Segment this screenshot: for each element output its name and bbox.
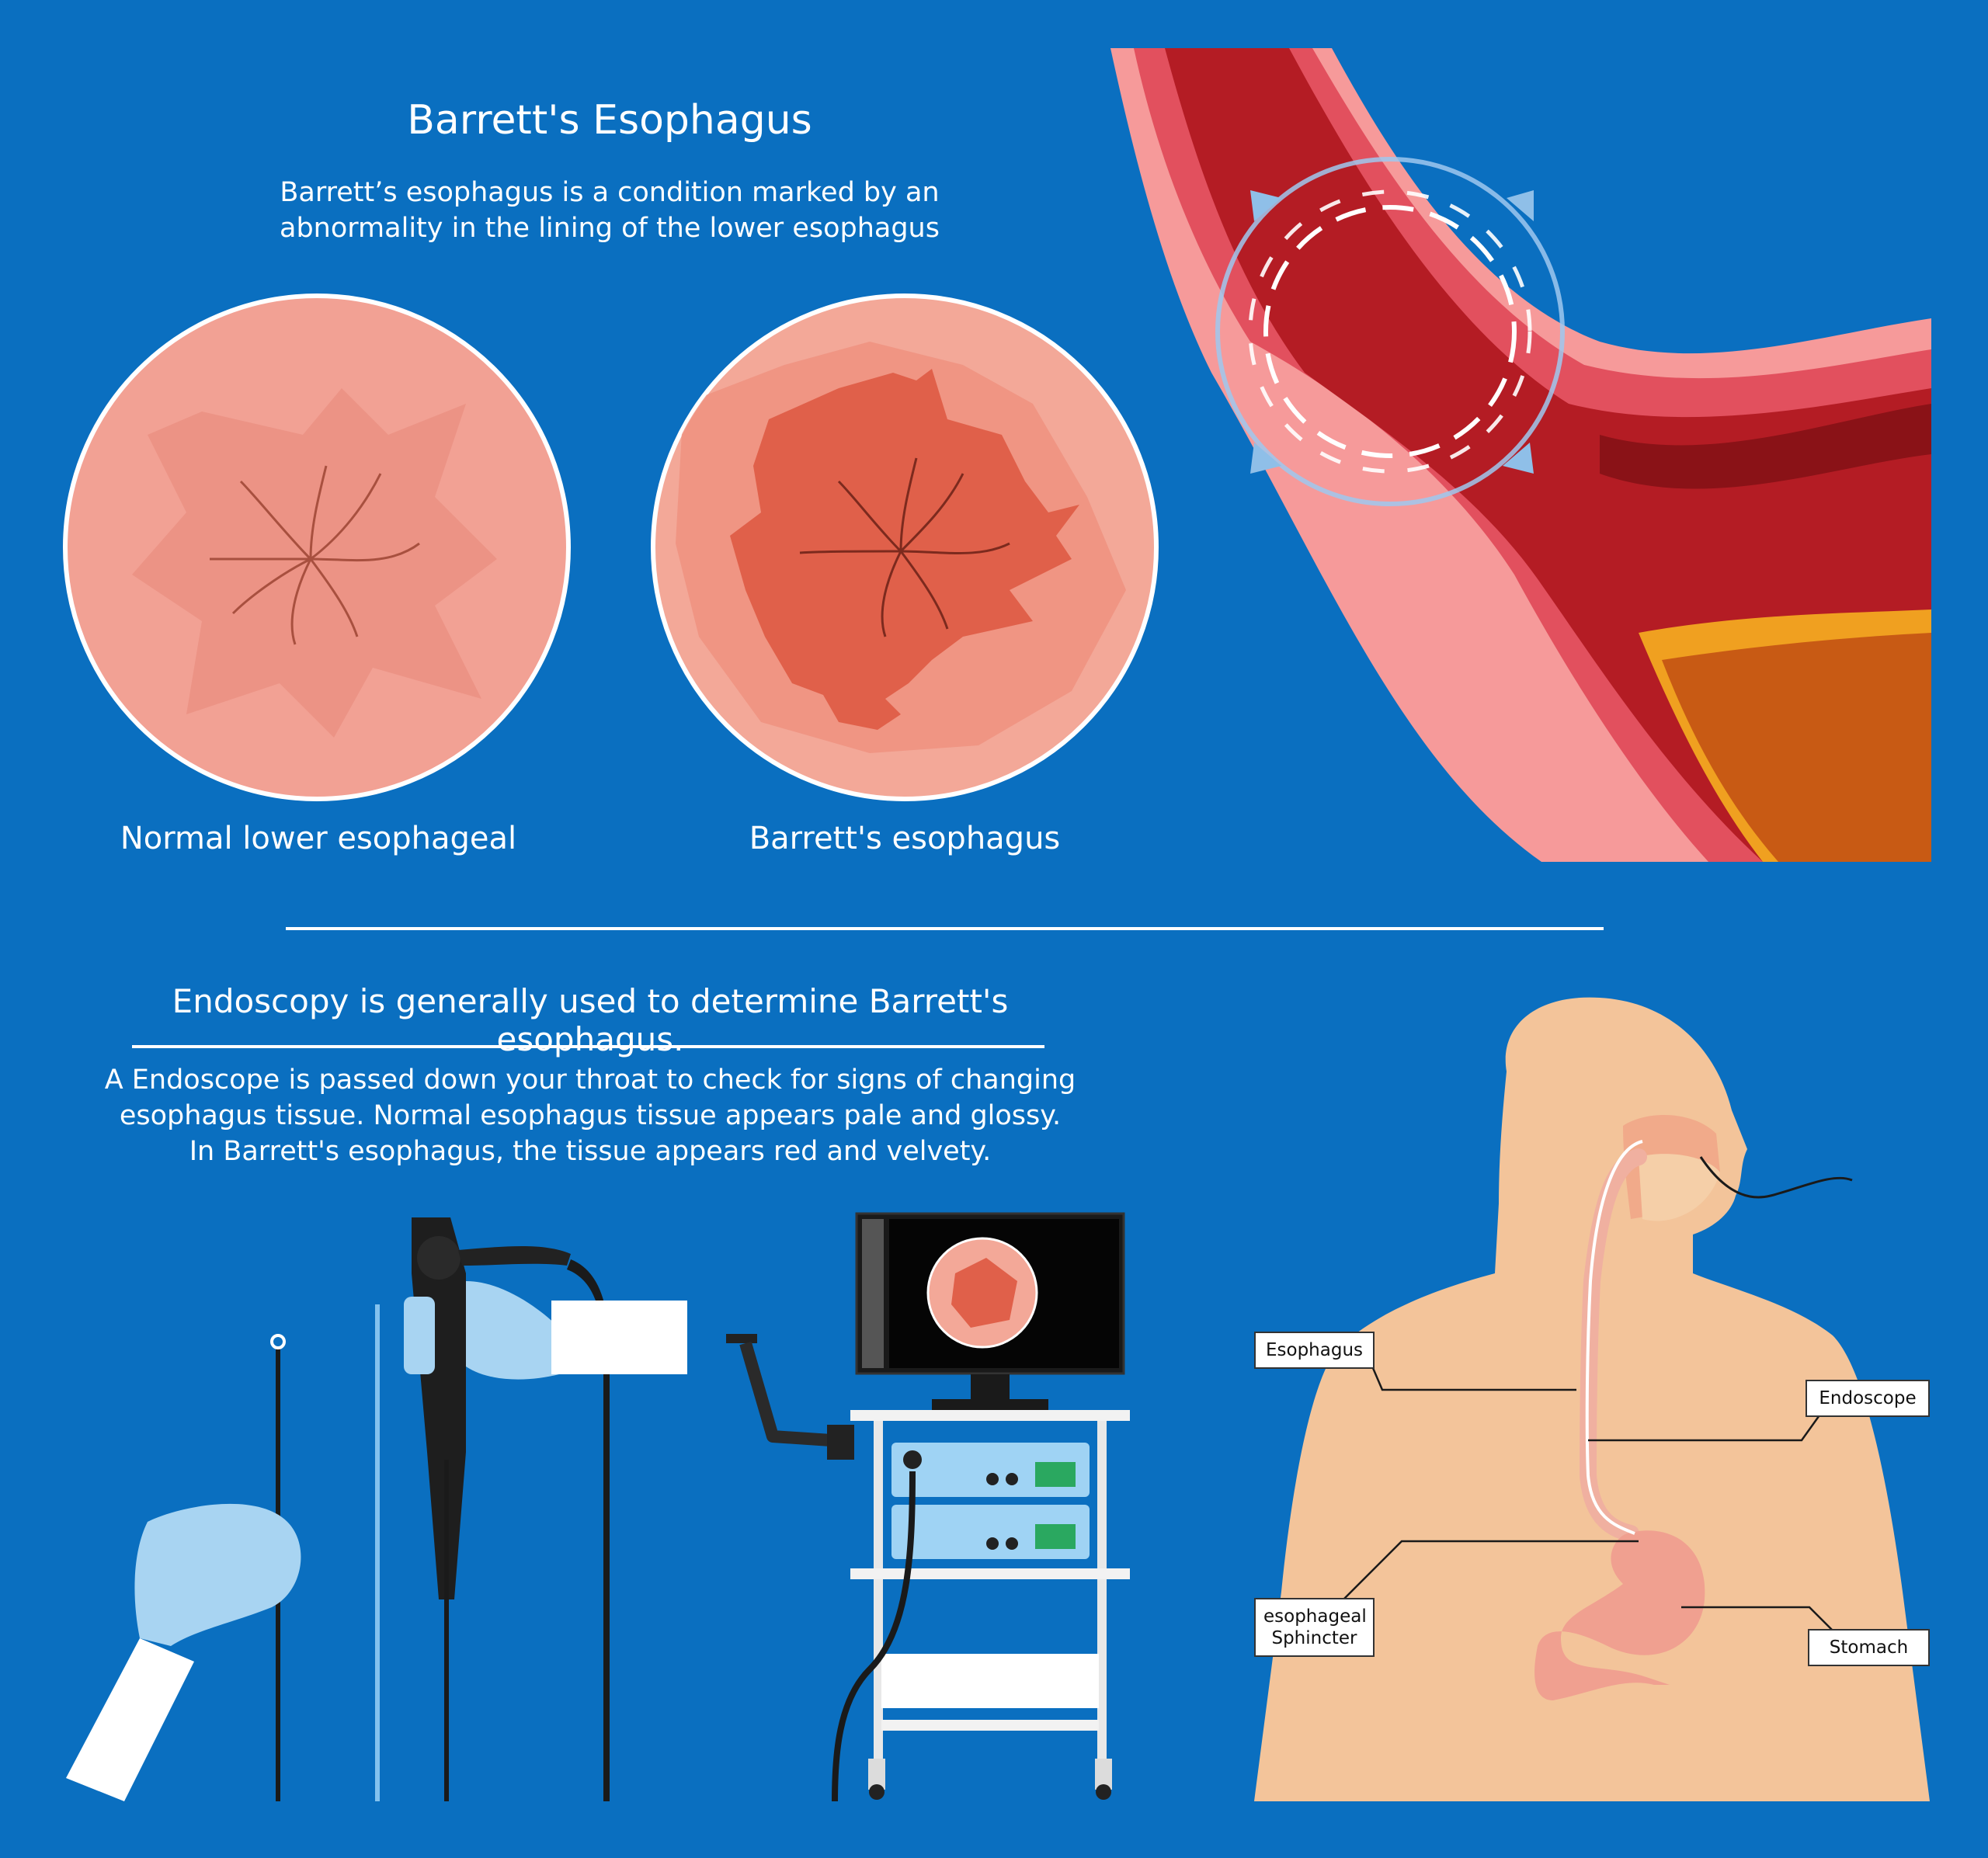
sphincter-line: Sphincter: [1271, 1628, 1357, 1648]
human-anatomy: [1254, 997, 1930, 1801]
barretts-folds: [799, 457, 1010, 637]
subtitle-line: abnormality in the lining of the lower e…: [280, 213, 940, 244]
callout-leaders: [1343, 1362, 1837, 1635]
endoscopy-description: A Endoscope is passed down your throat t…: [78, 1062, 1103, 1169]
heading-underline: [132, 1045, 1044, 1048]
endoscopy-tower: [726, 1212, 1130, 1802]
sphincter-callout: esophageal Sphincter: [1254, 1598, 1375, 1657]
description-line: esophagus tissue. Normal esophagus tissu…: [119, 1100, 1062, 1131]
endoscopy-heading: Endoscopy is generally used to determine…: [172, 982, 1009, 1058]
stomach-callout: Stomach: [1808, 1629, 1930, 1666]
endoscope-callout: Endoscope: [1806, 1380, 1930, 1417]
subtitle-line: Barrett’s esophagus is a condition marke…: [280, 177, 940, 208]
endoscope-handling-scene: [66, 1217, 687, 1801]
barretts-esophagus-view: [651, 293, 1159, 801]
normal-esophagus-caption: Normal lower esophageal: [120, 821, 517, 856]
page-title: Barrett's Esophagus: [407, 97, 812, 144]
esophagus-cross-section: [1110, 48, 1931, 862]
description-line: In Barrett's esophagus, the tissue appea…: [189, 1136, 992, 1167]
normal-folds: [210, 465, 420, 645]
normal-esophagus-view: [63, 293, 571, 801]
esophagus-callout: Esophagus: [1254, 1332, 1375, 1369]
barretts-esophagus-caption: Barrett's esophagus: [749, 821, 1061, 856]
description-line: A Endoscope is passed down your throat t…: [104, 1064, 1076, 1096]
sphincter-line: esophageal: [1263, 1606, 1367, 1627]
section-divider: [286, 927, 1604, 930]
page-subtitle: Barrett’s esophagus is a condition marke…: [272, 175, 947, 246]
